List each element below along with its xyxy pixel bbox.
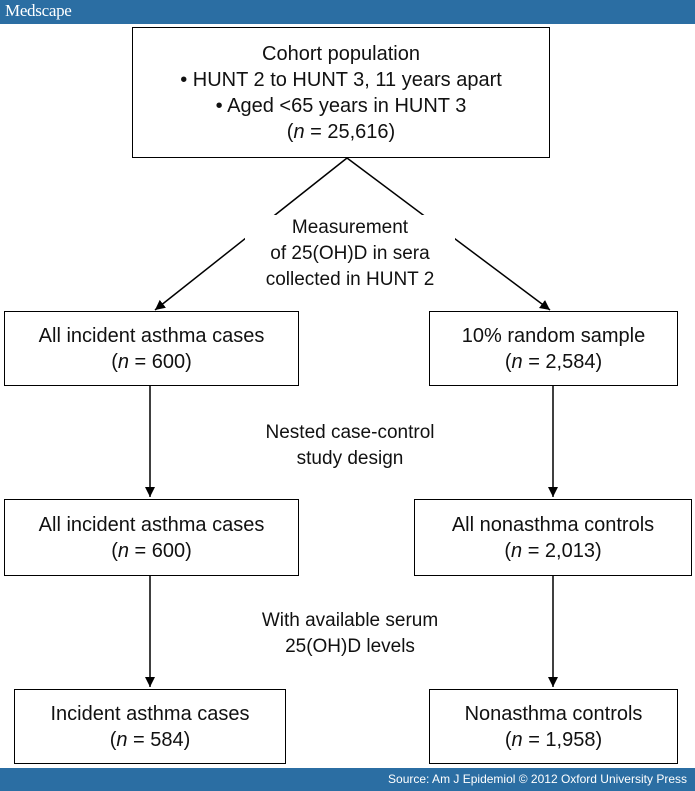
cohort-n: (n = 25,616) [286, 120, 396, 143]
medscape-logo: Medscape [5, 1, 72, 20]
random-sample-box: 10% random sample (n = 2,584) [429, 311, 678, 386]
all-incident-cases-box-2: All incident asthma cases (n = 600) [4, 499, 299, 576]
nonasthma-controls-box-2: Nonasthma controls (n = 1,958) [429, 689, 678, 764]
cohort-bullet-2: • Aged <65 years in HUNT 3 [215, 94, 467, 117]
bottom-bar: Source: Am J Epidemiol © 2012 Oxford Uni… [0, 768, 695, 791]
top-bar: Medscape [0, 0, 695, 24]
cohort-population-box: Cohort population • HUNT 2 to HUNT 3, 11… [132, 27, 550, 158]
measurement-label: Measurement of 25(OH)D in sera collected… [245, 215, 455, 293]
incident-cases-box-3: Incident asthma cases (n = 584) [14, 689, 286, 764]
all-incident-cases-box-1: All incident asthma cases (n = 600) [4, 311, 299, 386]
nested-design-label: Nested case-control study design [245, 420, 455, 472]
cohort-bullet-1: • HUNT 2 to HUNT 3, 11 years apart [180, 68, 502, 91]
nonasthma-controls-box-1: All nonasthma controls (n = 2,013) [414, 499, 692, 576]
source-citation: Source: Am J Epidemiol © 2012 Oxford Uni… [388, 772, 687, 786]
serum-levels-label: With available serum 25(OH)D levels [235, 608, 465, 660]
cohort-title: Cohort population [262, 42, 420, 65]
